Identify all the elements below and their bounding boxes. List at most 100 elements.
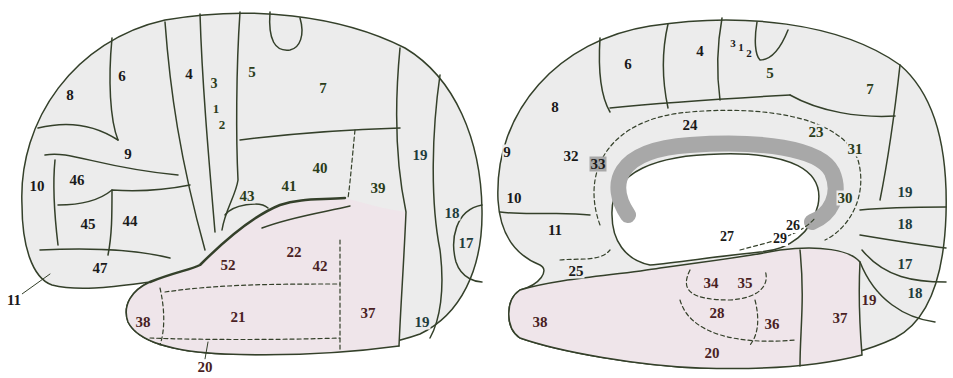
region-border: [240, 128, 400, 140]
region-border: [262, 206, 350, 228]
medial-outline: [498, 20, 946, 368]
area-number: 17: [897, 257, 914, 272]
area-number: 28: [709, 306, 726, 321]
area-number: 6: [623, 57, 633, 72]
region-border-dashed: [750, 300, 758, 345]
area-number: 17: [458, 236, 475, 251]
area-number: 19: [897, 185, 914, 200]
region-border: [54, 160, 58, 245]
region-border-dashed: [165, 284, 340, 292]
region-border-dashed: [150, 338, 340, 340]
region-border: [40, 249, 170, 258]
area-number: 9: [502, 145, 512, 160]
area-number: 5: [765, 66, 775, 81]
area-number: 38: [532, 315, 549, 330]
region-border: [755, 22, 788, 60]
region-border: [165, 22, 205, 250]
area-number: 9: [123, 147, 133, 162]
sylvian-fissure: [150, 198, 345, 282]
area-number: 10: [506, 191, 523, 206]
area-number: 26: [785, 219, 801, 233]
region-border-dashed: [160, 288, 164, 345]
region-border: [862, 250, 946, 282]
region-border-dashed: [740, 218, 815, 250]
area-number: 18: [444, 206, 461, 221]
region-border: [800, 250, 802, 366]
region-border: [270, 12, 302, 50]
area-number: 31: [847, 142, 864, 157]
area-number: 22: [286, 245, 303, 260]
diencephalon-cut: [612, 154, 819, 265]
region-border-dashed: [680, 300, 795, 341]
area-number: 6: [117, 69, 127, 84]
area-number: 7: [865, 82, 875, 97]
area-number: 33: [590, 157, 607, 172]
region-border: [430, 75, 442, 338]
area-number: 18: [897, 217, 914, 232]
region-border: [58, 185, 190, 205]
region-border: [718, 18, 722, 100]
region-border: [108, 190, 112, 255]
region-border: [45, 154, 178, 175]
area-number: 19: [414, 315, 431, 330]
area-number: 2: [218, 118, 227, 131]
region-border: [110, 38, 118, 140]
area-number: 44: [122, 214, 139, 229]
medial-temporal: [509, 248, 862, 368]
area-number: 3: [210, 77, 219, 91]
temporal-lobe: [126, 198, 406, 355]
area-number: 11: [6, 293, 22, 308]
area-number: 18: [907, 286, 924, 301]
area-number: 1: [737, 42, 745, 53]
area-number: 35: [737, 276, 754, 291]
area-number: 34: [703, 276, 720, 291]
region-border-dashed: [348, 130, 355, 198]
area-number: 37: [360, 306, 377, 321]
leader-line: [205, 342, 208, 359]
area-number: 52: [220, 258, 237, 273]
region-border: [664, 24, 669, 108]
area-number: 3: [729, 38, 737, 49]
area-number: 7: [318, 81, 328, 96]
area-number: 45: [80, 217, 97, 232]
lateral-outline: [22, 13, 482, 354]
corpus-callosum: [618, 144, 835, 222]
area-number: 30: [837, 191, 854, 206]
area-number: 21: [230, 310, 247, 325]
leader-line: [22, 274, 50, 294]
area-number: 47: [92, 261, 109, 276]
region-border: [610, 95, 790, 108]
area-number: 10: [29, 179, 46, 194]
area-number: 20: [704, 346, 721, 361]
area-number: 36: [764, 317, 781, 332]
area-number: 19: [861, 293, 878, 308]
region-border: [880, 65, 900, 200]
area-number: 23: [808, 125, 825, 140]
area-number: 5: [247, 65, 257, 80]
area-number: 8: [550, 100, 560, 115]
region-border: [860, 207, 946, 210]
region-border: [397, 48, 406, 346]
area-number: 32: [563, 149, 580, 164]
area-number: 38: [135, 315, 152, 330]
area-number: 46: [69, 173, 86, 188]
area-number: 27: [719, 230, 735, 244]
lateral-outline-edge: [126, 282, 399, 355]
region-border: [790, 95, 895, 116]
area-number: 25: [568, 264, 585, 279]
region-border-dashed: [560, 250, 610, 260]
area-number: 11: [547, 223, 563, 238]
region-border: [500, 212, 590, 215]
region-border: [200, 14, 215, 232]
area-number: 37: [832, 311, 849, 326]
area-number: 42: [312, 259, 329, 274]
area-number: 4: [695, 44, 705, 59]
area-number: 41: [281, 179, 298, 194]
region-border: [38, 124, 118, 140]
area-number: 24: [682, 118, 699, 133]
area-number: 1: [212, 102, 221, 115]
region-border: [225, 204, 268, 215]
region-border: [599, 38, 610, 112]
area-number: 2: [745, 48, 753, 59]
